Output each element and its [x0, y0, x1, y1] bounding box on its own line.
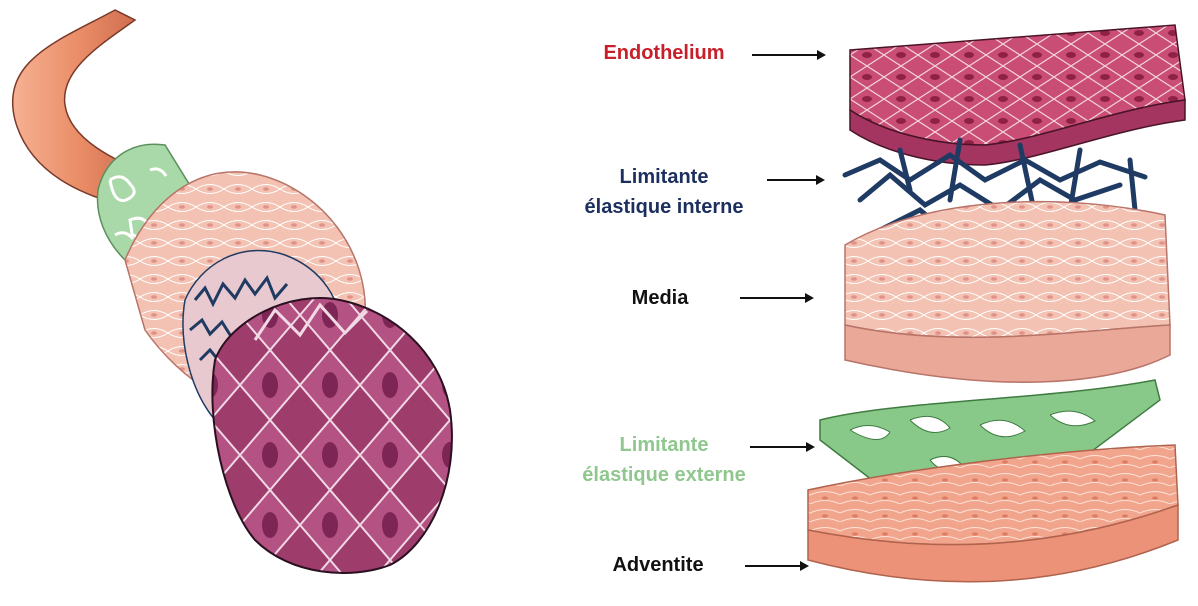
- layer-endothelium: [850, 25, 1185, 165]
- label-external-elastic-line2: élastique externe: [540, 460, 788, 490]
- endothelium-cylinder: [212, 298, 452, 573]
- label-media: Media: [610, 283, 710, 313]
- arrow-external-elastic: [750, 446, 813, 448]
- label-endothelium: Endothelium: [566, 38, 762, 68]
- label-internal-elastic: Limitante élastique interne: [540, 162, 788, 222]
- label-adventitia: Adventite: [596, 550, 720, 580]
- arrow-media: [740, 297, 812, 299]
- artery-cross-section: [13, 10, 452, 573]
- label-external-elastic-line1: Limitante: [540, 430, 788, 460]
- label-external-elastic: Limitante élastique externe: [540, 430, 788, 490]
- label-internal-elastic-line2: élastique interne: [540, 192, 788, 222]
- layer-media: [845, 202, 1170, 383]
- arrow-internal-elastic: [767, 179, 823, 181]
- arrow-endothelium: [752, 54, 824, 56]
- arrow-adventitia: [745, 565, 807, 567]
- label-internal-elastic-line1: Limitante: [540, 162, 788, 192]
